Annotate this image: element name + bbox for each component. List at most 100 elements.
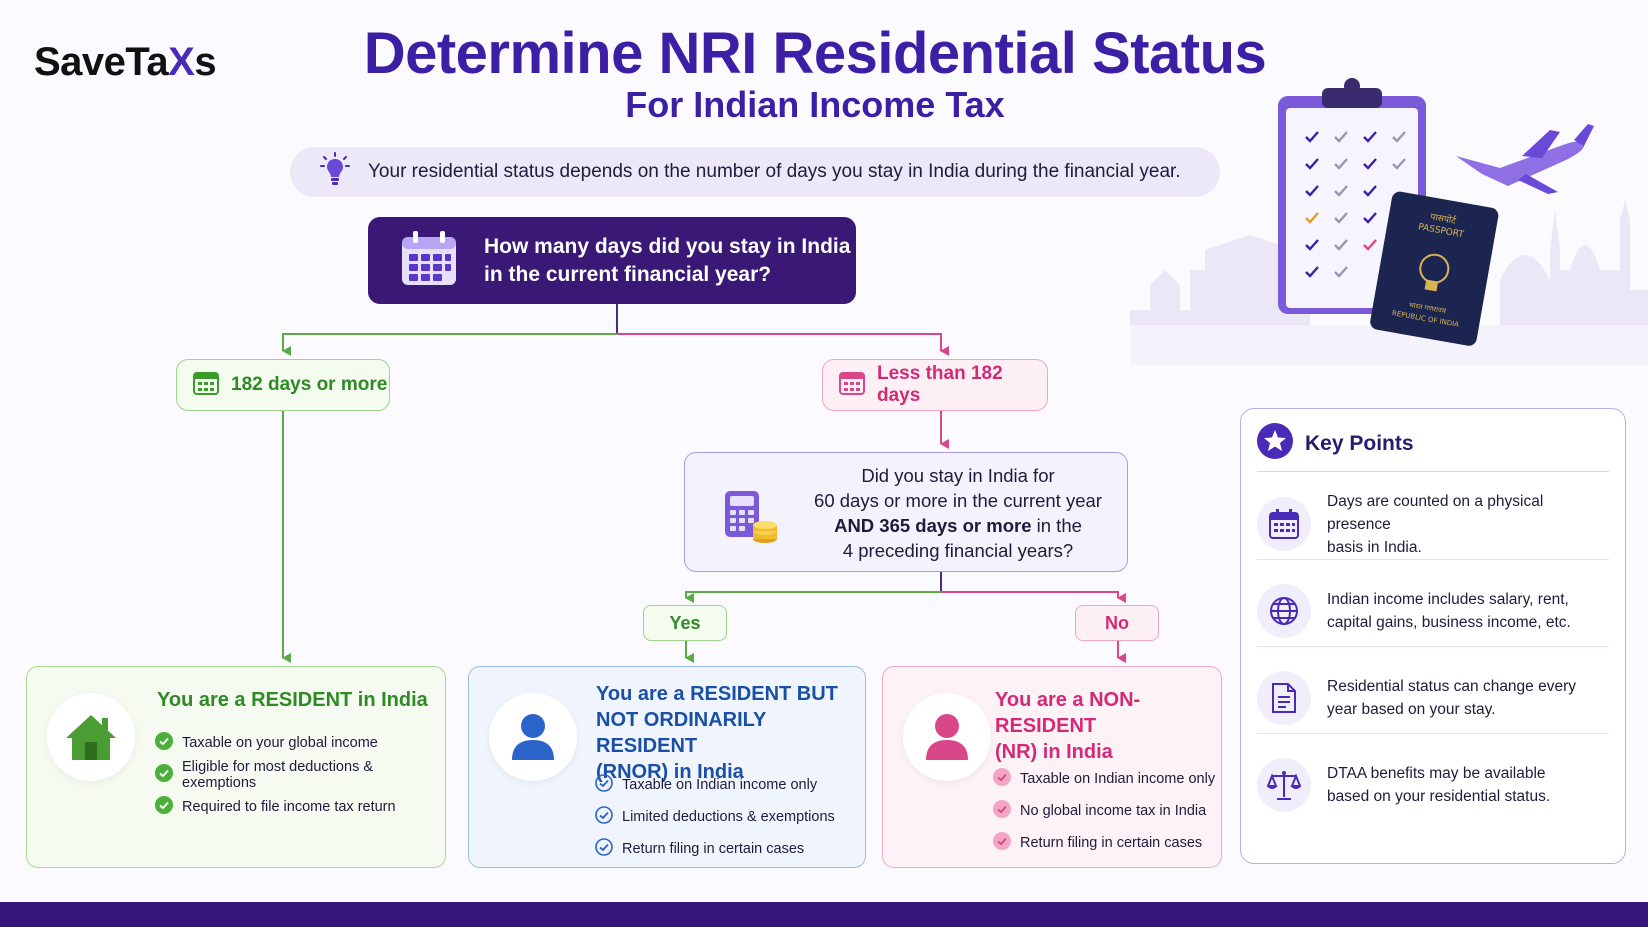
info-tip: Your residential status depends on the n… [290, 147, 1220, 197]
key-points-header: Key Points [1257, 423, 1414, 464]
divider [1257, 559, 1609, 560]
resident-benefits-list: Taxable on your global income Eligible f… [155, 727, 445, 823]
check-circle-icon [155, 764, 173, 786]
key-point-text: Residential status can change every year … [1327, 675, 1609, 721]
list-item: Required to file income tax return [155, 791, 445, 823]
q2-line-2: 60 days or more in the current year [814, 490, 1102, 511]
passport-icon: पासपोर्ट PASSPORT भारत गणराज्य REPUBLIC … [1370, 191, 1499, 346]
branch-left-label: 182 days or more [231, 374, 388, 395]
key-points-title: Key Points [1305, 431, 1414, 455]
list-item: Taxable on Indian income only [595, 769, 835, 801]
key-point-item: Indian income includes salary, rent, capi… [1257, 568, 1609, 654]
secondary-question-box: Did you stay in India for 60 days or mor… [684, 452, 1128, 572]
card-title: You are a RESIDENT in India [157, 689, 428, 711]
card-title-line-1: You are a NON-RESIDENT [995, 689, 1141, 737]
result-card-resident: You are a RESIDENT in India Taxable on y… [26, 666, 446, 868]
divider [1257, 471, 1609, 472]
item-text: Limited deductions & exemptions [622, 809, 835, 825]
result-card-rnor: You are a RESIDENT BUT NOT ORDINARILY RE… [468, 666, 866, 868]
footer-bar [0, 902, 1648, 927]
list-item: Taxable on your global income [155, 727, 445, 759]
main-question-box: How many days did you stay in India in t… [368, 217, 856, 304]
branch-182-days-or-more: 182 days or more [176, 359, 390, 411]
kp-line-1: Days are counted on a physical presence [1327, 492, 1544, 533]
key-point-text: Indian income includes salary, rent, capi… [1327, 588, 1609, 634]
person-icon [489, 693, 577, 781]
kp-line-2: based on your residential status. [1327, 788, 1551, 805]
kp-line-2: capital gains, business income, etc. [1327, 614, 1571, 631]
item-text: No global income tax in India [1020, 803, 1207, 819]
key-point-item: Residential status can change every year … [1257, 655, 1609, 741]
q2-line-4: 4 preceding financial years? [842, 540, 1074, 561]
kp-line-2: basis in India. [1327, 538, 1422, 556]
brand-logo: SaveTaXs [34, 40, 217, 84]
check-circle-icon [595, 774, 613, 796]
lightbulb-icon [320, 151, 350, 193]
list-item: No global income tax in India [993, 795, 1215, 827]
travel-illustration: पासपोर्ट PASSPORT भारत गणराज्य REPUBLIC … [1130, 78, 1648, 365]
q2-line-3-bold: AND 365 days or more [834, 515, 1032, 536]
answer-no: No [1075, 605, 1159, 641]
kp-line-1: Residential status can change every [1327, 678, 1577, 695]
card-title-line-1: You are a RESIDENT BUT [596, 683, 838, 705]
monuments-silhouette [1130, 200, 1648, 340]
branch-right-label: Less than 182 days [877, 363, 1003, 406]
person-icon [903, 693, 991, 781]
calendar-icon [839, 369, 865, 401]
q2-line-1: Did you stay in India for [861, 465, 1055, 486]
item-text: Required to file income tax return [182, 799, 396, 815]
card-title-line-3: (RNOR) in India [596, 761, 744, 783]
divider [1257, 733, 1609, 734]
calendar-icon [193, 369, 219, 401]
check-circle-icon [993, 768, 1011, 790]
list-item: Return filing in certain cases [595, 833, 835, 865]
card-title-line-2: NOT ORDINARILY RESIDENT [596, 709, 767, 757]
star-badge-icon [1257, 423, 1293, 464]
branch-less-than-182-days: Less than 182 days [822, 359, 1048, 411]
tip-text: Your residential status depends on the n… [368, 161, 1181, 182]
check-circle-icon [595, 838, 613, 860]
list-item: Limited deductions & exemptions [595, 801, 835, 833]
item-text: Taxable on Indian income only [622, 777, 818, 793]
item-text: Taxable on your global income [182, 735, 378, 751]
item-text: Eligible for most deductions & exemption… [182, 759, 374, 791]
list-item: Taxable on Indian income only [993, 763, 1215, 795]
secondary-question-text: Did you stay in India for 60 days or mor… [793, 463, 1123, 563]
kp-line-2: year based on your stay. [1327, 701, 1496, 718]
airplane-icon [1456, 124, 1594, 194]
kp-line-1: DTAA benefits may be available [1327, 765, 1546, 782]
page-title: Determine NRI Residential Status [363, 21, 1267, 86]
calculator-coins-icon [723, 489, 779, 550]
result-card-non-resident: You are a NON-RESIDENT (NR) in India Tax… [882, 666, 1222, 868]
main-question-line-2: in the current financial year? [484, 262, 772, 286]
check-circle-icon [155, 732, 173, 754]
card-title-line-2: (NR) in India [995, 741, 1113, 763]
answer-yes: Yes [643, 605, 727, 641]
house-icon [47, 693, 135, 781]
item-text: Taxable on Indian income only [1020, 771, 1216, 787]
card-title: You are a RESIDENT BUT NOT ORDINARILY RE… [596, 681, 858, 785]
calendar-icon [1257, 497, 1311, 551]
check-circle-icon [595, 806, 613, 828]
list-item: Return filing in certain cases [993, 827, 1215, 859]
item-text: Return filing in certain cases [622, 841, 805, 857]
check-circle-icon [993, 832, 1011, 854]
main-question-text: How many days did you stay in India in t… [484, 233, 850, 289]
document-icon [1257, 671, 1311, 725]
key-point-text: DTAA benefits may be available based on y… [1327, 762, 1609, 808]
divider [1257, 646, 1609, 647]
nr-benefits-list: Taxable on Indian income only No global … [993, 763, 1215, 859]
kp-line-1: Indian income includes salary, rent, [1327, 591, 1569, 608]
key-point-item: Days are counted on a physical presence b… [1257, 481, 1609, 567]
rnor-benefits-list: Taxable on Indian income only Limited de… [595, 769, 835, 865]
item-text: Return filing in certain cases [1020, 835, 1203, 851]
page-subtitle: For Indian Income Tax [625, 84, 1005, 125]
key-points-panel: Key Points Days are counted on a physica… [1240, 408, 1626, 864]
check-circle-icon [993, 800, 1011, 822]
list-item: Eligible for most deductions & exemption… [155, 759, 445, 791]
card-title: You are a NON-RESIDENT (NR) in India [995, 687, 1217, 765]
calendar-icon [400, 229, 458, 292]
key-point-item: DTAA benefits may be available based on y… [1257, 742, 1609, 828]
main-question-line-1: How many days did you stay in India [484, 234, 851, 258]
